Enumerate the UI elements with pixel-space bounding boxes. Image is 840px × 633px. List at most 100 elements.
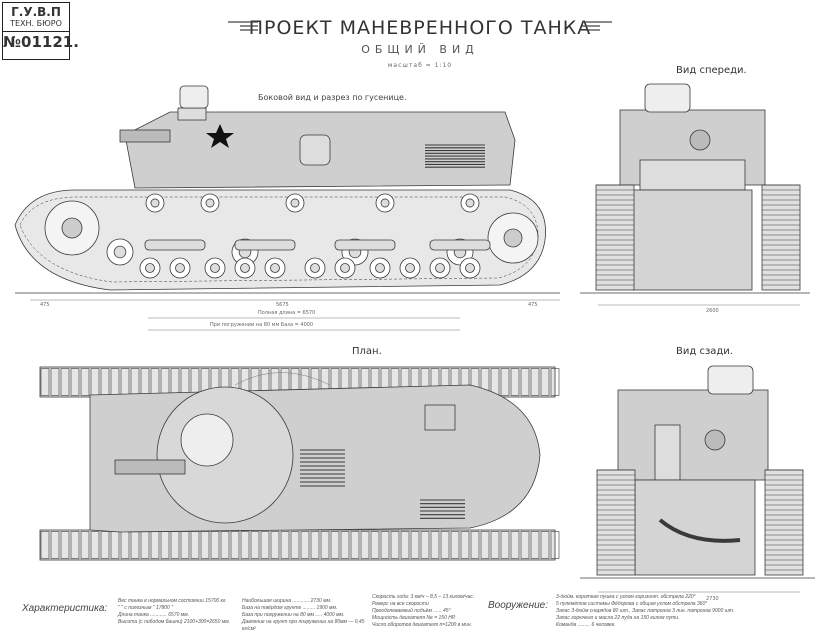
turret-base bbox=[177, 107, 207, 121]
track-link bbox=[390, 531, 400, 559]
engine-hatch bbox=[424, 404, 456, 431]
track-link bbox=[100, 531, 110, 559]
armament-line: Запас 3-дюйм снарядов 80 шт., Запас патр… bbox=[556, 608, 735, 614]
track-link bbox=[60, 531, 70, 559]
gun-mantlet bbox=[689, 129, 711, 151]
spec-line: Наибольшая ширина ............ 2730 мм. bbox=[242, 598, 332, 604]
front-plate bbox=[639, 159, 746, 191]
drawing-subtitle: ОБЩИЙ ВИД bbox=[361, 43, 479, 56]
traverse-arc bbox=[234, 372, 331, 386]
hull-rear bbox=[617, 389, 769, 481]
track-link bbox=[50, 368, 60, 396]
track-link bbox=[520, 368, 530, 396]
rear-view-label: Вид сзади. bbox=[676, 346, 733, 357]
wheel-hub bbox=[465, 198, 475, 208]
track-link bbox=[270, 531, 280, 559]
track-link bbox=[260, 531, 270, 559]
track-link bbox=[480, 531, 490, 559]
spec-line: Число оборотов двигателя n=1200 в мин. bbox=[372, 622, 473, 628]
track-link bbox=[80, 531, 90, 559]
side-hatch bbox=[299, 134, 331, 166]
track-link bbox=[550, 531, 560, 559]
wheel-hub bbox=[145, 263, 155, 273]
track-link bbox=[540, 368, 550, 396]
track-link bbox=[300, 531, 310, 559]
track bbox=[596, 469, 636, 576]
armament-line: Команда ......... 6 человек. bbox=[556, 622, 616, 628]
exhaust-pipe bbox=[658, 518, 741, 543]
track-link bbox=[540, 531, 550, 559]
suspension-spring bbox=[234, 239, 296, 251]
track-link bbox=[350, 531, 360, 559]
track-link bbox=[360, 531, 370, 559]
cupola-top bbox=[180, 413, 234, 467]
title-rules bbox=[228, 21, 612, 31]
rear-mantlet bbox=[704, 429, 726, 451]
track-link bbox=[370, 531, 380, 559]
drawing-scale: масштаб = 1:10 bbox=[387, 62, 453, 69]
dim-overhang-right: 475 bbox=[528, 302, 538, 308]
specs-col3: Скорость хода: 3 км/ч – 8,5 – 13 килом/ч… bbox=[372, 594, 482, 629]
cupola bbox=[707, 365, 754, 395]
wheel-hub bbox=[465, 263, 475, 273]
spec-line: Длина танка ............ 6570 мм. bbox=[118, 612, 190, 618]
plan-view-label: План. bbox=[352, 346, 382, 357]
track-link bbox=[220, 531, 230, 559]
armament-heading: Вооружение: bbox=[488, 600, 548, 611]
wheel-hub bbox=[150, 198, 160, 208]
track bbox=[764, 469, 804, 576]
lower-hull bbox=[631, 189, 753, 291]
track-link bbox=[230, 531, 240, 559]
spec-line: Вес танка в нормальном состоянии 15700 к… bbox=[118, 598, 227, 604]
suspension-spring bbox=[429, 239, 491, 251]
dim-full-length: Полная длина = 6570 bbox=[258, 310, 316, 316]
track-link bbox=[290, 531, 300, 559]
gun-top bbox=[114, 459, 186, 475]
stamp-line1: Г.У.В.П bbox=[11, 5, 61, 19]
wheel-hub bbox=[113, 245, 127, 259]
side-view bbox=[14, 85, 560, 331]
track bbox=[39, 529, 556, 561]
track-link bbox=[320, 531, 330, 559]
armament-line: 3-дюйм. короткая пушка с углом горизонт.… bbox=[556, 594, 696, 600]
lower-hull bbox=[634, 479, 756, 576]
track-link bbox=[50, 531, 60, 559]
sprocket-hub bbox=[61, 217, 83, 239]
red-star bbox=[206, 124, 234, 148]
track-link bbox=[70, 368, 80, 396]
track-link bbox=[70, 531, 80, 559]
track-link bbox=[510, 368, 520, 396]
spec-line: Преодолеваемый подъём ...... 45° bbox=[372, 608, 451, 614]
spec-line: Мощность двигателя Ne = 150 НР. bbox=[372, 615, 456, 621]
track-link bbox=[530, 368, 540, 396]
dim-base-sunk: При погружении на 80 мм База = 4000 bbox=[210, 322, 314, 328]
stamp-line2: ТЕХН. БЮРО bbox=[10, 19, 62, 28]
front-view-label: Вид спереди. bbox=[676, 65, 747, 76]
track-link bbox=[490, 531, 500, 559]
suspension-spring bbox=[334, 239, 396, 251]
wheel-hub bbox=[270, 263, 280, 273]
track-link bbox=[60, 368, 70, 396]
spec-line: Давление на грунт при погружении на 80мм… bbox=[242, 619, 365, 632]
gun bbox=[119, 129, 171, 143]
archive-stamp: Г.У.В.П ТЕХН. БЮРО №01121. bbox=[2, 2, 79, 60]
track-link bbox=[440, 531, 450, 559]
track-link bbox=[500, 368, 510, 396]
track-link bbox=[90, 531, 100, 559]
dim-overhang-left: 475 bbox=[40, 302, 50, 308]
suspension-spring bbox=[144, 239, 206, 251]
track-link bbox=[470, 531, 480, 559]
specs-heading: Характеристика: bbox=[22, 603, 108, 614]
wheel-hub bbox=[375, 263, 385, 273]
track-link bbox=[330, 531, 340, 559]
cupola bbox=[179, 85, 209, 109]
track-link bbox=[400, 531, 410, 559]
wheel-hub bbox=[340, 263, 350, 273]
wheel-hub bbox=[175, 263, 185, 273]
track-link bbox=[430, 531, 440, 559]
dim-front-width: 2600 bbox=[706, 308, 719, 314]
track-link bbox=[340, 531, 350, 559]
spec-line: Реверс на все скорости bbox=[372, 601, 429, 607]
track-link bbox=[380, 531, 390, 559]
